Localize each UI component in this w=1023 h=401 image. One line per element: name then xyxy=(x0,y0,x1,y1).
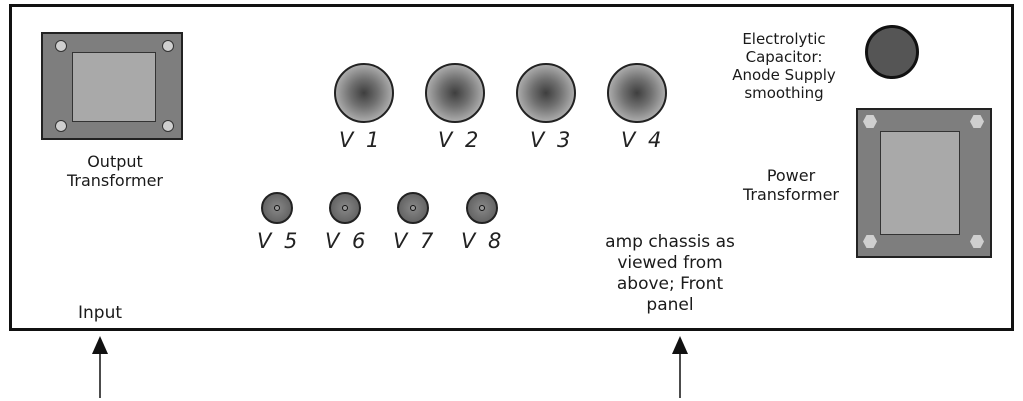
output-transformer xyxy=(41,32,183,140)
output-transformer-core xyxy=(72,52,156,122)
power-transformer-label: Power Transformer xyxy=(742,166,839,205)
tube-label-v4: V 4 xyxy=(621,128,665,152)
tube-pin-icon xyxy=(479,205,485,211)
tube-label-v6: V 6 xyxy=(325,229,369,253)
hex-bolt-icon xyxy=(970,115,984,128)
bolt-icon xyxy=(162,40,174,52)
power-transformer-core xyxy=(880,131,960,235)
tube-v8 xyxy=(466,192,498,224)
tube-label-v5: V 5 xyxy=(257,229,301,253)
bolt-icon xyxy=(55,40,67,52)
tube-label-v7: V 7 xyxy=(393,229,437,253)
tube-v7 xyxy=(397,192,429,224)
tube-label-v3: V 3 xyxy=(530,128,574,152)
tube-v4 xyxy=(607,63,667,123)
tube-label-v1: V 1 xyxy=(339,128,383,152)
tube-label-v8: V 8 xyxy=(461,229,505,253)
tube-v6 xyxy=(329,192,361,224)
tube-v3 xyxy=(516,63,576,123)
tube-pin-icon xyxy=(274,205,280,211)
input-label: Input xyxy=(77,303,123,323)
tube-pin-icon xyxy=(410,205,416,211)
tube-v2 xyxy=(425,63,485,123)
bolt-icon xyxy=(162,120,174,132)
hex-bolt-icon xyxy=(863,235,877,248)
tube-v1 xyxy=(334,63,394,123)
electrolytic-capacitor xyxy=(865,25,919,79)
output-transformer-label: Output Transformer xyxy=(66,152,163,191)
bolt-icon xyxy=(55,120,67,132)
tube-pin-icon xyxy=(342,205,348,211)
up-arrow-icon xyxy=(672,336,688,398)
tube-v5 xyxy=(261,192,293,224)
power-transformer xyxy=(856,108,992,258)
tube-label-v2: V 2 xyxy=(438,128,482,152)
chassis-note: amp chassis as viewed from above; Front … xyxy=(605,232,735,316)
hex-bolt-icon xyxy=(970,235,984,248)
up-arrow-icon xyxy=(92,336,108,398)
capacitor-label: Electrolytic Capacitor: Anode Supply smo… xyxy=(732,30,836,102)
hex-bolt-icon xyxy=(863,115,877,128)
